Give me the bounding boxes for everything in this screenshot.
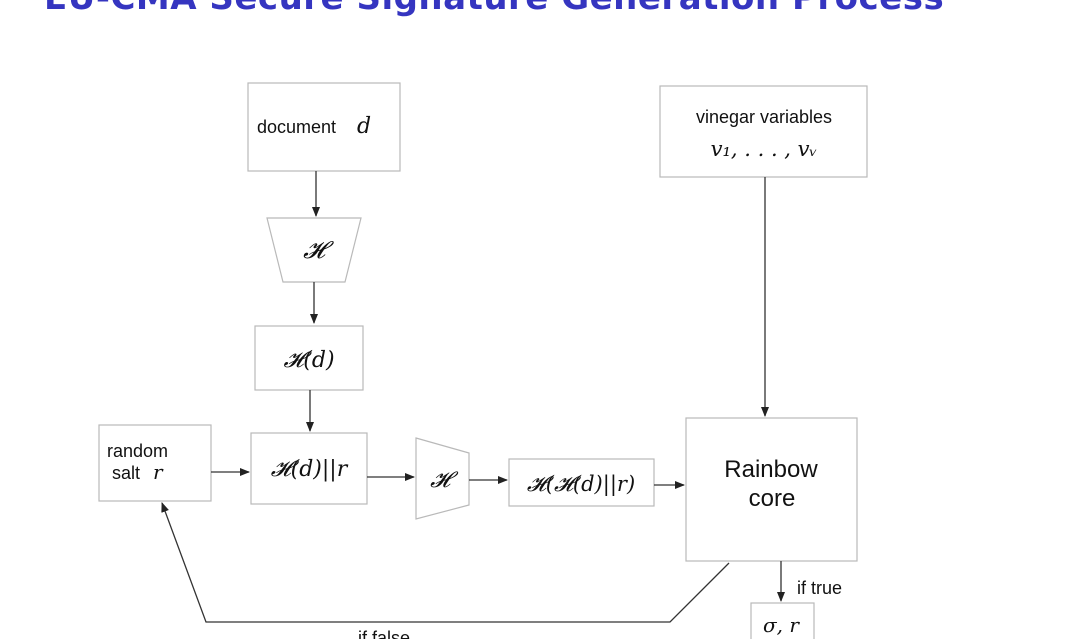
rainbow-core-line1: Rainbow	[724, 456, 818, 483]
random-salt-line1: random	[107, 441, 168, 461]
if-false-label: if false	[358, 628, 410, 639]
document-var: d	[357, 114, 371, 139]
if-true-label: if true	[797, 578, 842, 598]
vinegar-vars: v₁, . . . , vᵥ	[711, 137, 818, 161]
rainbow-core-node: Rainbow core	[685, 417, 858, 562]
signature-output-label: σ, r	[763, 613, 800, 637]
double-hash-label: 𝓗(𝓗(d)||r)	[527, 472, 635, 497]
random-salt-node: random salt r	[98, 424, 212, 502]
edge-rainbow-to-salt-feedback	[161, 502, 730, 623]
concatenation-label: 𝓗(d)||r	[271, 457, 349, 482]
hash-function-1: 𝓗	[266, 217, 362, 283]
vinegar-variables-node: vinegar variables v₁, . . . , vᵥ	[659, 85, 868, 178]
hash-of-document-node: 𝓗(d)	[254, 325, 364, 391]
hash-function-2: 𝓗	[415, 437, 470, 520]
concatenation-node: 𝓗(d)||r	[250, 432, 368, 505]
signature-output-node: σ, r	[750, 602, 815, 639]
random-salt-var: r	[153, 460, 164, 484]
double-hash-node: 𝓗(𝓗(d)||r)	[508, 458, 655, 507]
random-salt-line2: salt	[112, 463, 140, 483]
vinegar-label: vinegar variables	[696, 107, 832, 127]
document-label: document	[257, 117, 336, 137]
slide-title: EU-CMA Secure Signature Generation Proce…	[44, 0, 944, 18]
hash-of-document-label: 𝓗(d)	[283, 348, 334, 373]
document-node: document d	[247, 82, 401, 172]
rainbow-core-line2: core	[749, 485, 796, 512]
